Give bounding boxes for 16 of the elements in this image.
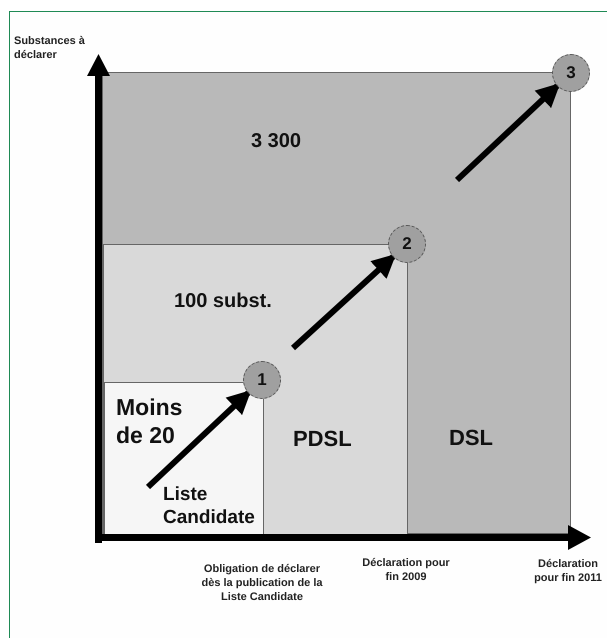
region-label: 100 subst. [174, 289, 273, 313]
region-label: 3 300 [251, 129, 302, 153]
arrow [290, 253, 396, 350]
arrow [454, 82, 561, 182]
region-label: PDSL [293, 426, 353, 452]
milestone-label: Déclaration pour fin 2011 [533, 558, 603, 586]
region-label: Moins de 20 [116, 394, 184, 450]
milestone-label: Obligation de déclarer dès la publication de la Liste Candidate [200, 563, 324, 604]
region-label: DSL [449, 425, 494, 452]
step-number: 2 [402, 234, 412, 254]
axis-label: Substances à déclarer [14, 35, 86, 62]
step-number: 1 [257, 370, 267, 390]
arrow [146, 389, 252, 490]
region-label: Liste Candidate [163, 484, 256, 530]
milestone-label: Déclaration pour fin 2009 [361, 557, 451, 584]
step-number: 3 [566, 63, 576, 83]
